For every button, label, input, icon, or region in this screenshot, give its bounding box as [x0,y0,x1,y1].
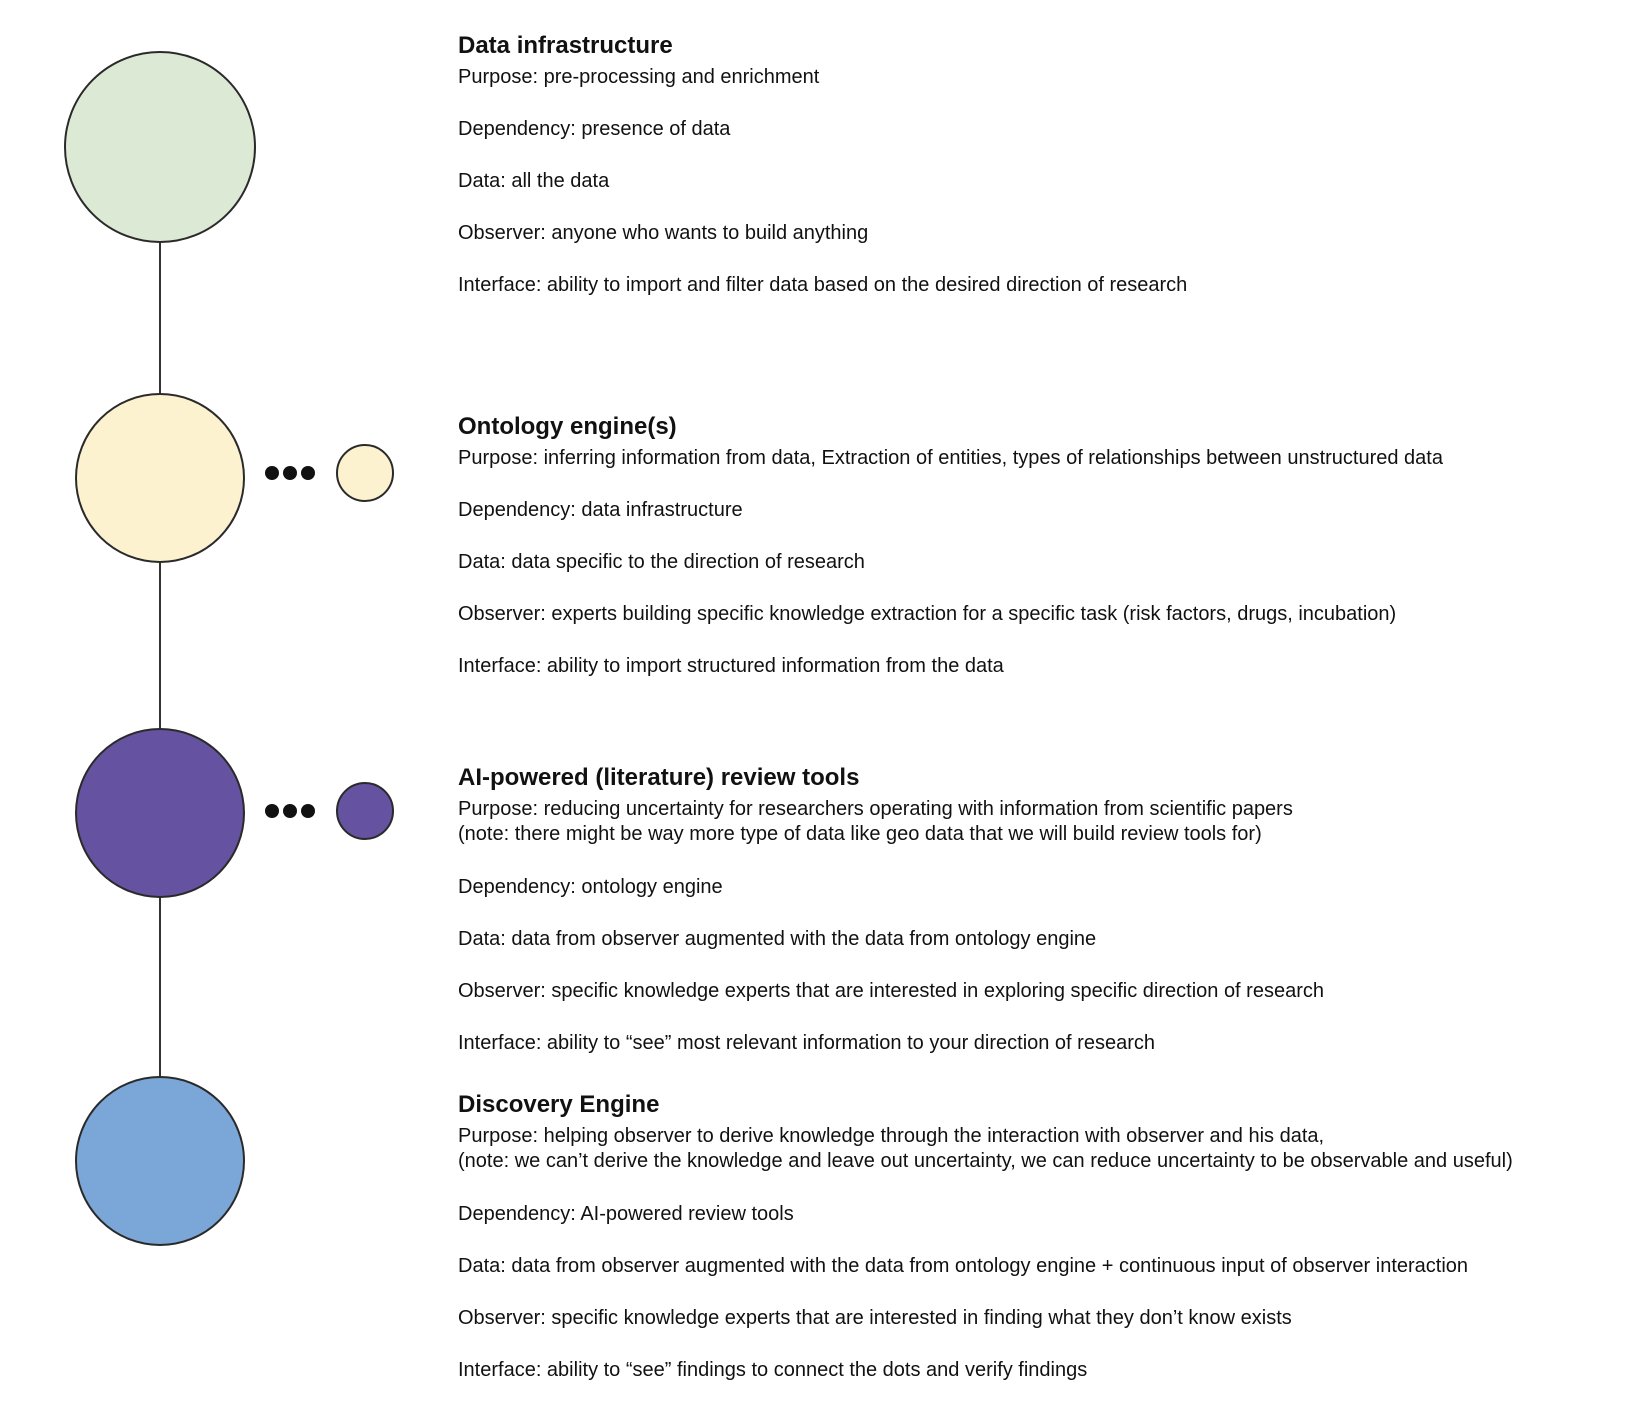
observer-text: Observer: specific knowledge experts tha… [458,1307,1292,1329]
stage-title: AI-powered (literature) review tools [458,764,860,791]
satellite-node-2 [336,782,394,840]
purpose-note: (note: there might be way more type of d… [458,823,1262,845]
stage-node-2 [75,728,245,898]
data-text: Data: data from observer augmented with … [458,1255,1469,1277]
purpose-text: Purpose: helping observer to derive know… [458,1125,1325,1147]
stage-title: Discovery Engine [458,1091,660,1118]
stage-data-infrastructure: Data infrastructure Purpose: pre-process… [458,32,1618,297]
purpose-note: (note: we can’t derive the knowledge and… [458,1150,1513,1172]
stage-discovery-engine: Discovery Engine Purpose: helping observ… [458,1091,1618,1382]
stage-title: Data infrastructure [458,32,673,59]
dependency-text: Dependency: data infrastructure [458,499,743,521]
interface-text: Interface: ability to “see” findings to … [458,1359,1088,1381]
stage-node-1 [75,393,245,563]
data-text: Data: data from observer augmented with … [458,928,1097,950]
stage-ontology-engine: Ontology engine(s) Purpose: inferring in… [458,413,1618,678]
observer-text: Observer: specific knowledge experts tha… [458,980,1324,1002]
satellite-node-1 [336,444,394,502]
interface-text: Interface: ability to import and filter … [458,274,1188,296]
interface-text: Interface: ability to “see” most relevan… [458,1032,1155,1054]
ellipsis-icon [265,466,315,480]
ellipsis-icon [265,804,315,818]
observer-text: Observer: experts building specific know… [458,603,1397,625]
dependency-text: Dependency: presence of data [458,118,731,140]
stage-title: Ontology engine(s) [458,413,677,440]
data-text: Data: data specific to the direction of … [458,551,865,573]
purpose-block: Purpose: helping observer to derive know… [458,1124,1618,1174]
stage-diagram [64,51,394,1246]
stage-node-3 [75,1076,245,1246]
purpose-text: Purpose: reducing uncertainty for resear… [458,798,1293,820]
purpose-text: Purpose: inferring information from data… [458,447,1443,469]
purpose-text: Purpose: pre-processing and enrichment [458,66,820,88]
stage-node-0 [64,51,256,243]
observer-text: Observer: anyone who wants to build anyt… [458,222,869,244]
stage-review-tools: AI-powered (literature) review tools Pur… [458,764,1618,1055]
data-text: Data: all the data [458,170,610,192]
dependency-text: Dependency: ontology engine [458,876,723,898]
interface-text: Interface: ability to import structured … [458,655,1004,677]
dependency-text: Dependency: AI-powered review tools [458,1203,794,1225]
purpose-block: Purpose: reducing uncertainty for resear… [458,797,1618,847]
